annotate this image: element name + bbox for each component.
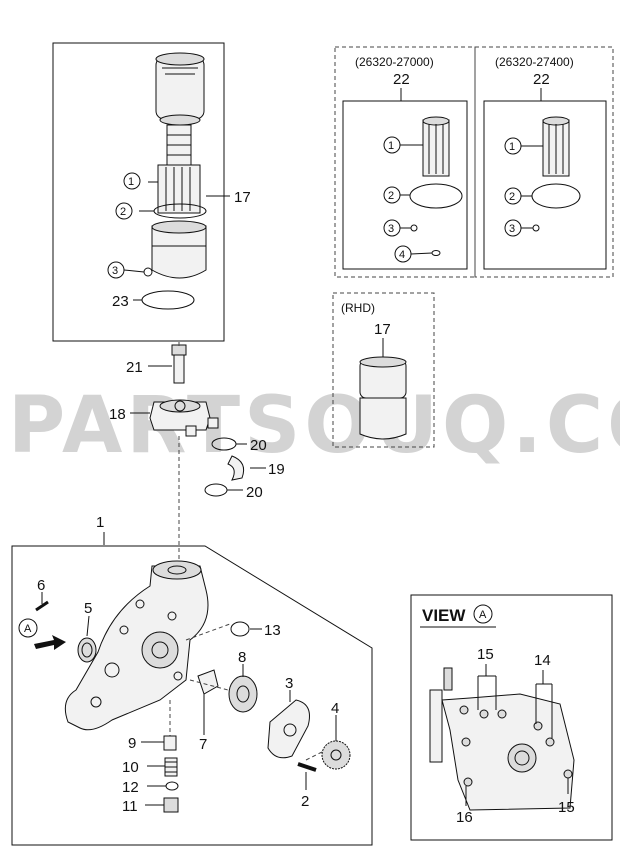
callout-20-upper: 20 bbox=[250, 437, 267, 454]
view-callout-16: 16 bbox=[456, 809, 473, 826]
filter-assembly-box: 1 2 3 23 17 bbox=[52, 42, 251, 342]
callout-1: 1 bbox=[96, 514, 104, 531]
rhd-group: (RHD) 17 bbox=[332, 292, 435, 448]
callout-10: 10 bbox=[122, 759, 139, 776]
callout-9: 9 bbox=[128, 735, 136, 752]
kit-b-callout-2: 2 bbox=[509, 191, 515, 203]
callout-11: 11 bbox=[122, 798, 138, 815]
view-a-box: VIEW A 15 14 16 15 bbox=[410, 594, 613, 841]
oil-pump-box: 1 6 5 A 13 7 bbox=[11, 514, 373, 846]
kit-a-callout-4: 4 bbox=[399, 249, 405, 261]
callout-21: 21 bbox=[126, 359, 143, 376]
callout-3-circle: 3 bbox=[112, 265, 118, 277]
watermark-text: PARTSOUQ.COM bbox=[8, 381, 620, 471]
kit-b-callout-1: 1 bbox=[509, 141, 515, 153]
rhd-number: 17 bbox=[374, 321, 391, 338]
kit-b-code: (26320-27400) bbox=[495, 55, 574, 69]
view-callout-15-upper: 15 bbox=[477, 646, 494, 663]
kit-a-group: (26320-27000) 22 1 2 3 4 bbox=[334, 46, 476, 278]
callout-3: 3 bbox=[285, 675, 293, 692]
view-label: VIEW bbox=[422, 606, 466, 625]
callout-2-circle: 2 bbox=[120, 206, 126, 218]
kit-a-callout-3: 3 bbox=[388, 223, 394, 235]
callout-18: 18 bbox=[109, 406, 126, 423]
callout-12: 12 bbox=[122, 779, 139, 796]
callout-6: 6 bbox=[37, 577, 45, 594]
kit-a-number: 22 bbox=[393, 71, 410, 88]
callout-8: 8 bbox=[238, 649, 246, 666]
rhd-label: (RHD) bbox=[341, 301, 375, 315]
kit-a-callout-1: 1 bbox=[388, 140, 394, 152]
kit-b-group: (26320-27400) 22 1 2 3 bbox=[474, 46, 614, 278]
kit-b-number: 22 bbox=[533, 71, 550, 88]
kit-a-callout-2: 2 bbox=[388, 190, 394, 202]
callout-20-lower: 20 bbox=[246, 484, 263, 501]
kit-a-code: (26320-27000) bbox=[355, 55, 434, 69]
callout-17: 17 bbox=[234, 189, 251, 206]
cooler-parts: 21 18 20 19 20 bbox=[109, 342, 285, 560]
view-marker-a: A bbox=[479, 609, 487, 621]
callout-7: 7 bbox=[199, 736, 207, 753]
view-callout-15-lower: 15 bbox=[558, 799, 575, 816]
view-callout-14: 14 bbox=[534, 652, 551, 669]
kit-b-callout-3: 3 bbox=[509, 223, 515, 235]
callout-19: 19 bbox=[268, 461, 285, 478]
callout-2: 2 bbox=[301, 793, 309, 810]
callout-13: 13 bbox=[264, 622, 281, 639]
callout-5: 5 bbox=[84, 600, 92, 617]
arrow-marker-a: A bbox=[24, 623, 32, 635]
callout-1-circle: 1 bbox=[128, 176, 134, 188]
callout-23: 23 bbox=[112, 293, 129, 310]
callout-4: 4 bbox=[331, 700, 339, 717]
